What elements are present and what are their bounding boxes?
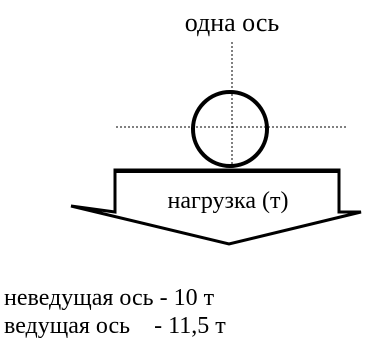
note-non-driving-axle: неведущая ось - 10 т <box>4 285 215 311</box>
load-arrow <box>70 168 362 246</box>
note-driving-axle: ведущая ось - 11,5 т <box>4 313 226 339</box>
load-label: нагрузка (т) <box>168 188 289 214</box>
wheel-circle <box>191 90 269 168</box>
diagram-title: одна ось <box>185 8 280 37</box>
